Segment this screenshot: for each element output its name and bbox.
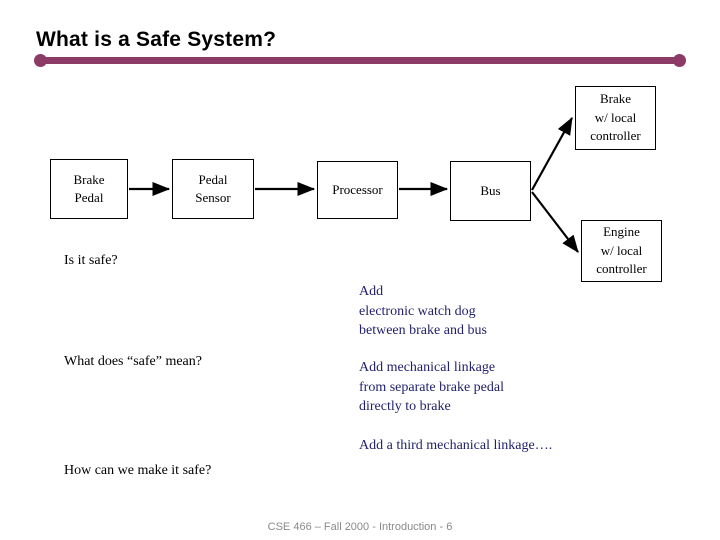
box-line: controller: [596, 261, 647, 277]
diagram-box-pedal-sensor: Pedal Sensor: [172, 159, 254, 219]
diagram-box-engine-local-controller: Engine w/ local controller: [581, 220, 662, 282]
question-is-it-safe: Is it safe?: [64, 253, 118, 268]
box-line: Brake: [73, 171, 105, 187]
question-what-does-safe-mean: What does “safe” mean?: [64, 354, 202, 369]
slide-footer: CSE 466 – Fall 2000 - Introduction - 6: [267, 521, 453, 533]
answer-add-mechanical-linkage: Add mechanical linkage from separate bra…: [359, 360, 504, 415]
answer-add-watchdog: Add electronic watch dog between brake a…: [359, 284, 487, 339]
divider-right-cap-icon: [673, 54, 686, 67]
box-line: Bus: [480, 182, 501, 198]
question-how-can-we-make-it-safe: How can we make it safe?: [64, 463, 212, 478]
box-line: Brake: [599, 91, 632, 107]
diagram-box-brake-pedal: Brake Pedal: [50, 159, 128, 219]
box-line: w/ local: [594, 109, 637, 125]
answer-add-third-linkage: Add a third mechanical linkage….: [359, 438, 553, 453]
diagram-box-brake-local-controller: Brake w/ local controller: [575, 86, 656, 150]
box-line: controller: [590, 128, 641, 144]
box-line: Pedal: [198, 171, 228, 187]
box-line: Pedal: [74, 190, 104, 205]
title-divider: [34, 54, 686, 67]
diagram-box-bus: Bus: [450, 161, 531, 221]
arrow-bus-to-engine-controller: [531, 191, 579, 253]
box-line: Engine: [603, 224, 640, 240]
divider-bar: [40, 57, 680, 64]
box-line: Processor: [332, 181, 383, 197]
diagram-box-processor: Processor: [317, 161, 398, 219]
box-line: w/ local: [600, 242, 643, 258]
page-title: What is a Safe System?: [36, 28, 277, 51]
arrow-bus-to-brake-controller: [531, 117, 573, 191]
box-line: Sensor: [195, 190, 231, 205]
